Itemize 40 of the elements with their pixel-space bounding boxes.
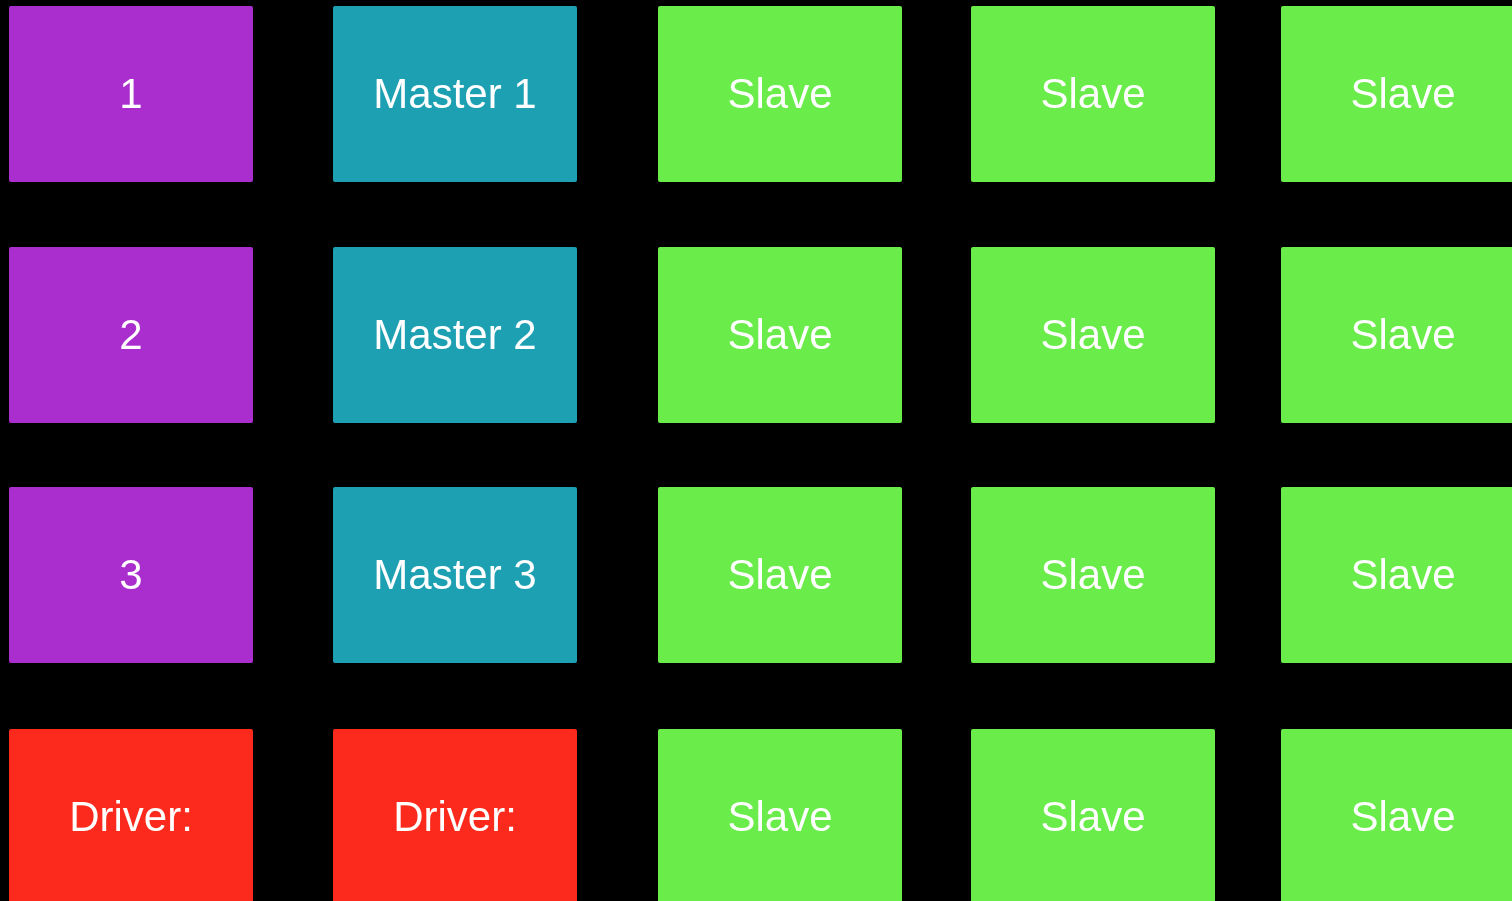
zookeeper-node-box	[9, 487, 253, 663]
master-node-box	[333, 6, 577, 182]
node-label: Slave	[726, 309, 834, 360]
node-label: Master 1	[372, 68, 538, 119]
node-label: 3	[118, 549, 144, 600]
node-label: Slave	[726, 68, 834, 119]
node-label: Master 3	[372, 549, 538, 600]
node-label: Slave	[1349, 309, 1457, 360]
zookeeper-node-box	[9, 6, 253, 182]
node-label: Slave	[1039, 791, 1147, 842]
node-label: 2	[118, 309, 144, 360]
zookeeper-node-box	[9, 247, 253, 423]
slave-node-box	[1281, 6, 1512, 182]
master-node-box	[333, 247, 577, 423]
slave-node-box	[971, 487, 1215, 663]
slave-node-box	[658, 487, 902, 663]
node-label: Master 2	[372, 309, 538, 360]
node-label: Slave	[1039, 549, 1147, 600]
slave-node-box	[658, 247, 902, 423]
node-label: 1	[118, 68, 144, 119]
node-label: Slave	[1349, 68, 1457, 119]
driver-box	[333, 729, 577, 901]
slave-node-box	[658, 6, 902, 182]
node-label: Slave	[1039, 309, 1147, 360]
slave-node-box	[1281, 487, 1512, 663]
slave-node-box	[971, 6, 1215, 182]
node-label: Slave	[1349, 791, 1457, 842]
node-label: Driver:	[68, 791, 194, 842]
slave-node-box	[971, 729, 1215, 901]
node-label: Slave	[726, 791, 834, 842]
driver-box	[9, 729, 253, 901]
master-node-box	[333, 487, 577, 663]
node-label: Driver:	[392, 791, 518, 842]
slave-node-box	[1281, 729, 1512, 901]
slave-node-box	[658, 729, 902, 901]
node-label: Slave	[1039, 68, 1147, 119]
node-label: Slave	[726, 549, 834, 600]
node-label: Slave	[1349, 549, 1457, 600]
slave-node-box	[971, 247, 1215, 423]
slave-node-box	[1281, 247, 1512, 423]
